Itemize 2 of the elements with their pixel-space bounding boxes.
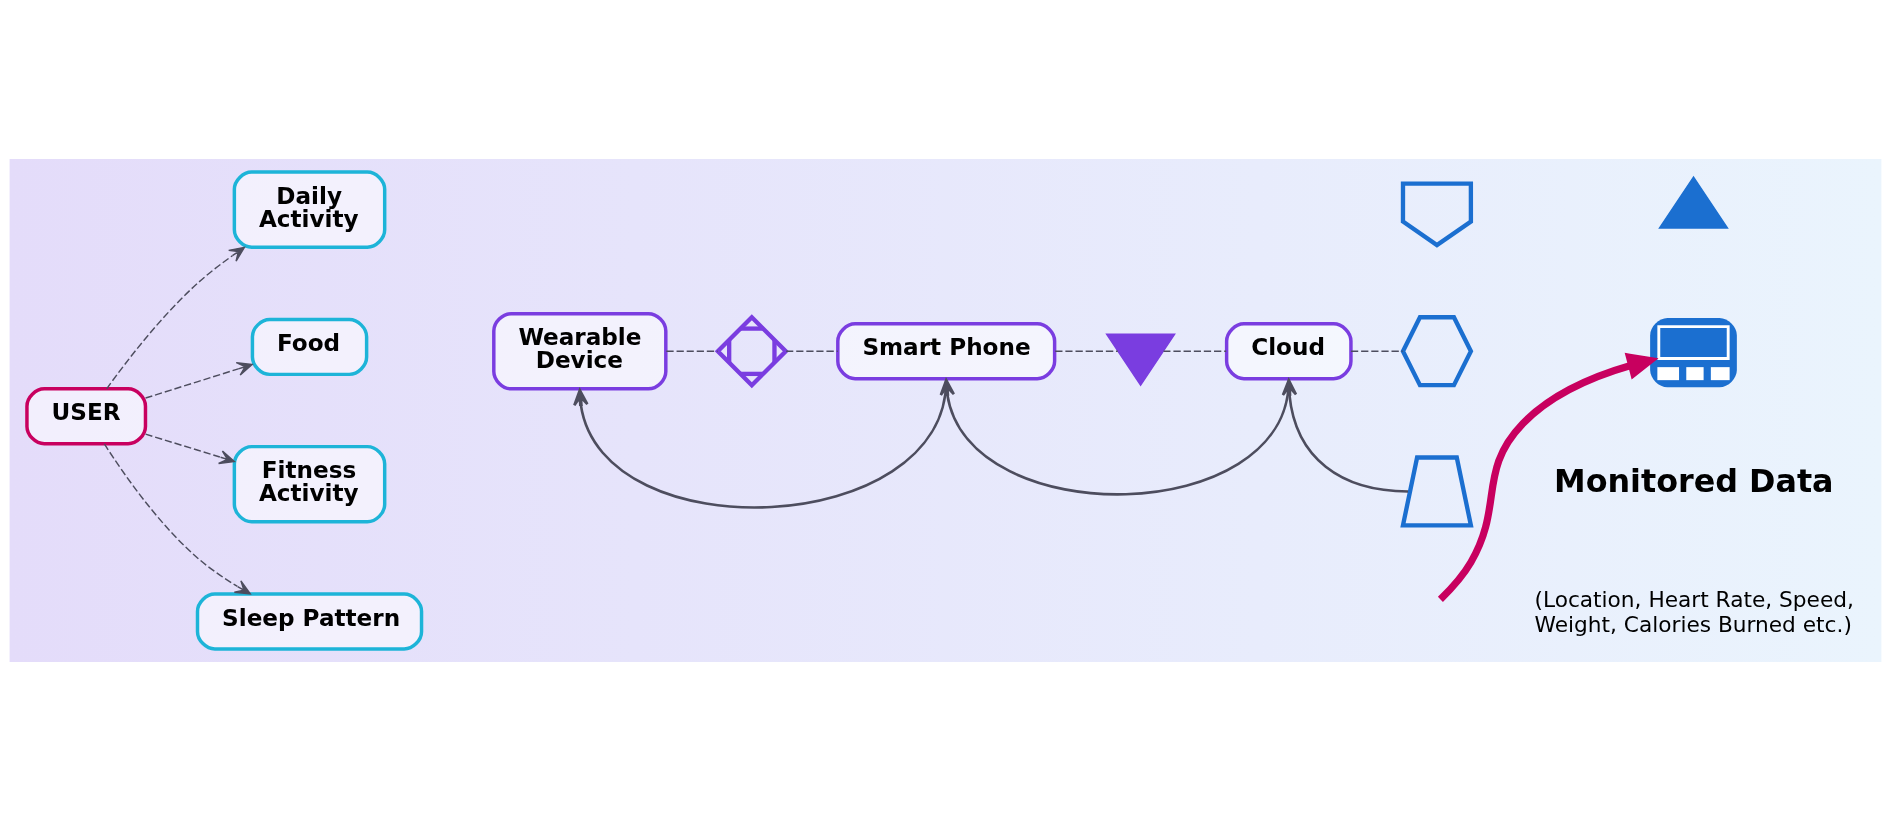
label: (Location, Heart Rate, Speed, Weight, Calories Burned etc.) [1534, 586, 1854, 637]
label: Monitored Data [1553, 461, 1834, 499]
